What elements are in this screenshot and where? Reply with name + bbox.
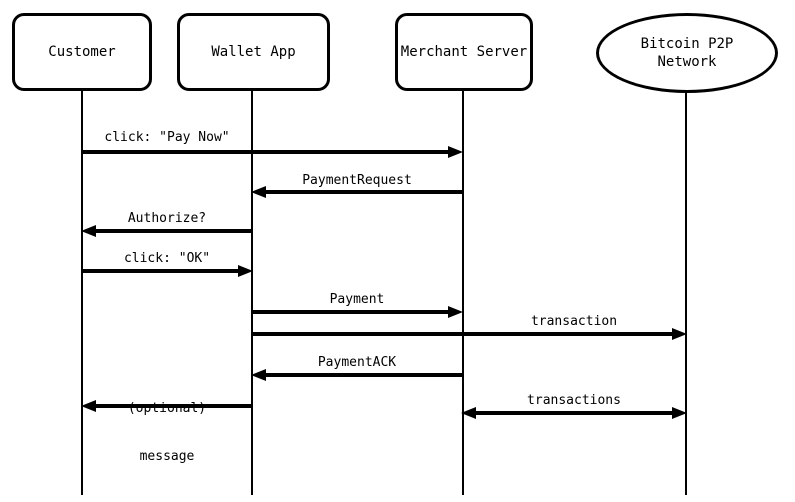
arrowhead-right-icon <box>672 407 687 419</box>
message-arrow-authorize <box>81 225 252 237</box>
arrowhead-right-icon <box>448 146 463 158</box>
arrowhead-left-icon <box>81 400 96 412</box>
actor-bitcoin-p2p-network-label-line1: Bitcoin P2P <box>640 36 734 52</box>
message-label-authorize: Authorize? <box>127 211 207 226</box>
arrowhead-left-icon <box>81 225 96 237</box>
message-label-payment: Payment <box>329 292 385 307</box>
message-label-payment-ack: PaymentACK <box>317 355 397 370</box>
arrow-shaft <box>91 229 252 233</box>
arrow-shaft <box>261 190 462 194</box>
actor-wallet-app-label: Wallet App <box>211 44 296 60</box>
message-label-payment-request: PaymentRequest <box>302 173 412 188</box>
actor-customer-label: Customer <box>48 44 116 60</box>
lifeline-wallet-app <box>251 91 253 495</box>
lifeline-customer <box>81 91 83 495</box>
arrowhead-left-icon <box>251 369 266 381</box>
message-label-click-pay-now: click: "Pay Now" <box>104 130 230 145</box>
message-arrow-transactions <box>461 407 687 419</box>
arrowhead-left-icon <box>461 407 476 419</box>
arrow-shaft <box>471 411 677 415</box>
message-arrow-payment <box>252 306 463 318</box>
arrowhead-right-icon <box>238 265 253 277</box>
arrowhead-right-icon <box>672 328 687 340</box>
message-label-transactions: transactions <box>527 393 621 408</box>
message-arrow-click-pay-now <box>82 146 463 158</box>
message-arrow-optional-message <box>81 400 252 412</box>
actor-bitcoin-p2p-network-label-line2: Network <box>657 54 717 70</box>
message-arrow-click-ok <box>82 265 253 277</box>
message-arrow-transaction <box>252 328 687 340</box>
actor-bitcoin-p2p-network: Bitcoin P2P Network <box>596 13 778 93</box>
message-label-transaction: transaction <box>530 314 618 329</box>
lifeline-merchant-server <box>462 91 464 495</box>
message-label-click-ok: click: "OK" <box>123 251 211 266</box>
arrowhead-left-icon <box>251 186 266 198</box>
actor-customer: Customer <box>12 13 152 91</box>
actor-merchant-server-label: Merchant Server <box>400 44 528 60</box>
arrowhead-right-icon <box>448 306 463 318</box>
lifeline-bitcoin-p2p-network <box>685 91 687 495</box>
arrow-shaft <box>82 150 453 154</box>
message-label-optional-line2: message <box>139 449 195 464</box>
message-arrow-payment-request <box>251 186 462 198</box>
arrow-shaft <box>82 269 243 273</box>
actor-merchant-server: Merchant Server <box>395 13 533 91</box>
message-arrow-payment-ack <box>251 369 462 381</box>
message-label-optional-message: (optional) message <box>128 369 206 497</box>
arrow-shaft <box>91 404 252 408</box>
actor-wallet-app: Wallet App <box>177 13 330 91</box>
arrow-shaft <box>261 373 462 377</box>
arrow-shaft <box>252 310 453 314</box>
arrow-shaft <box>252 332 677 336</box>
